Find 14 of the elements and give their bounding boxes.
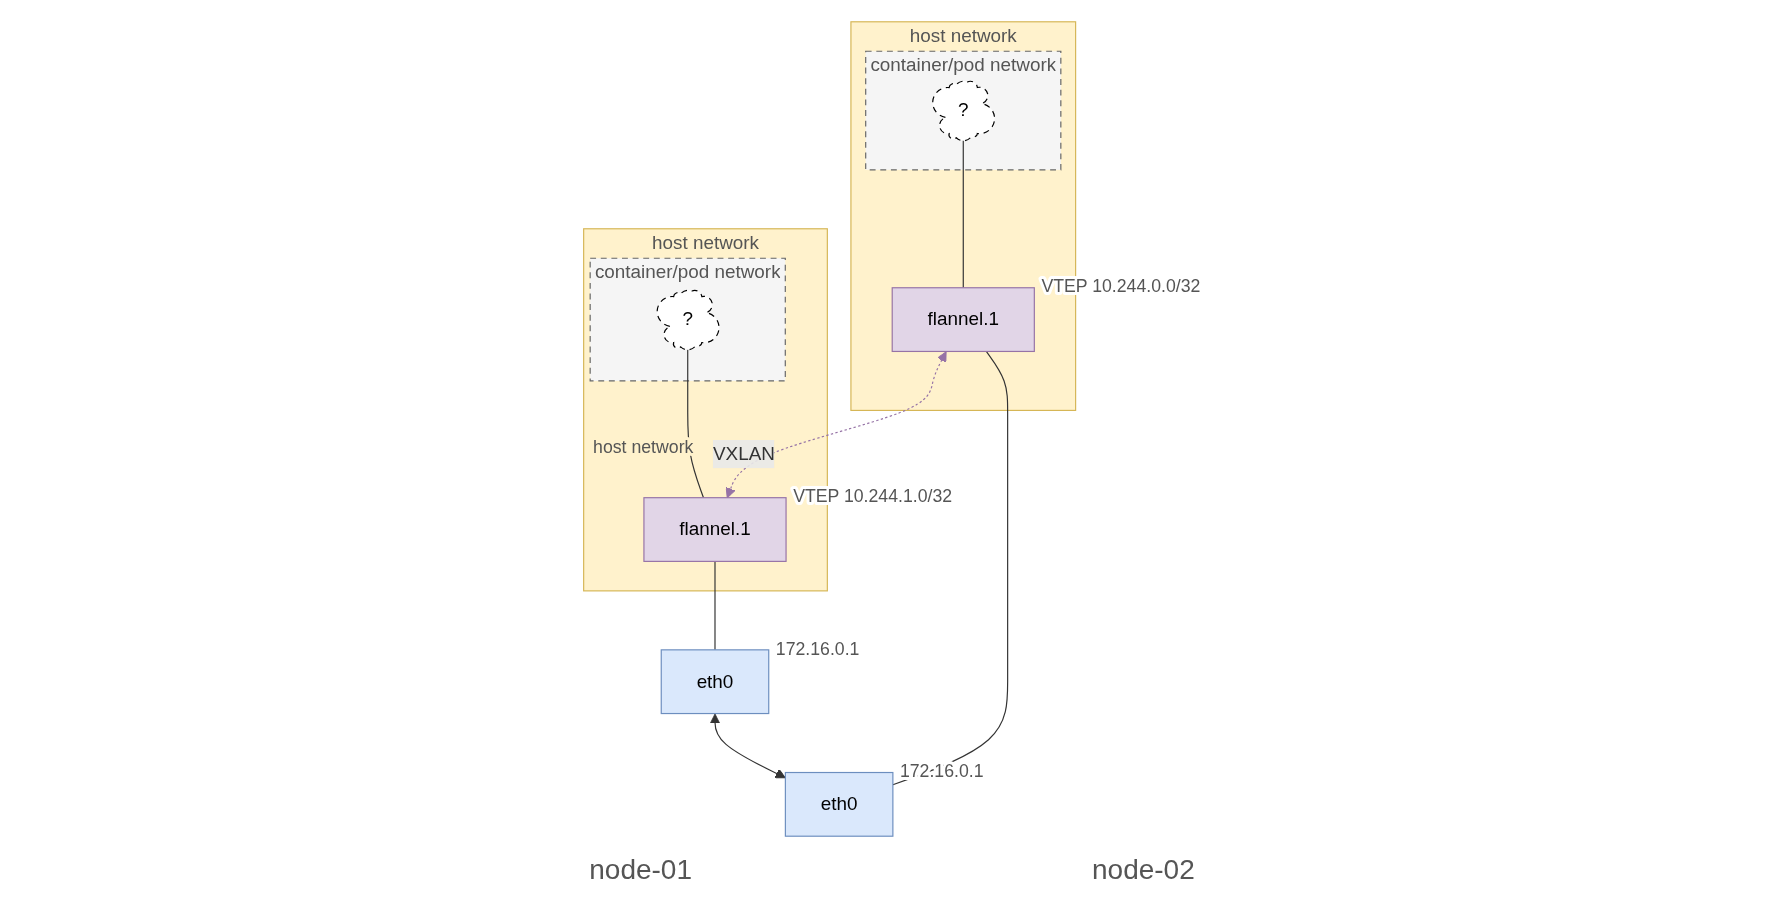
connector <box>892 350 1009 786</box>
connector <box>687 348 705 499</box>
node-name-label: node-01 <box>589 854 692 886</box>
node-box: flannel.1 <box>891 287 1035 353</box>
connector <box>714 560 716 651</box>
arrow <box>725 351 947 499</box>
arrow <box>709 713 786 779</box>
node-box: flannel.1 <box>643 497 787 562</box>
interface-address-label: 172.16.0.1 <box>775 638 860 659</box>
node-box: eth0 <box>660 649 770 715</box>
node-box: eth0 <box>784 771 894 837</box>
edge-label: VXLAN <box>712 443 775 464</box>
node-name-label: node-02 <box>1092 854 1195 886</box>
connector <box>962 139 964 289</box>
